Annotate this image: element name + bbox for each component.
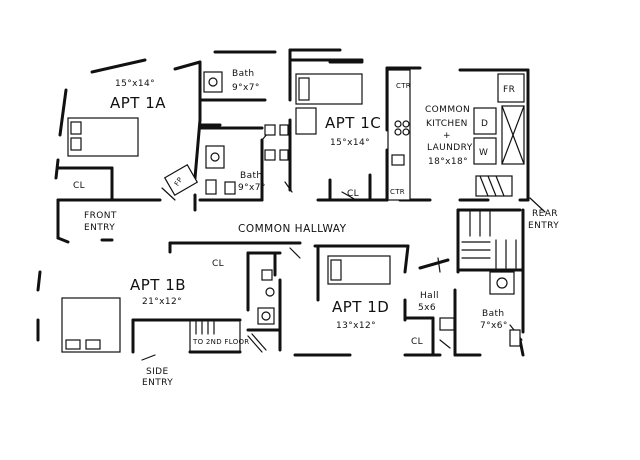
- toilet: [205, 179, 217, 195]
- front-entry-line2: ENTRY: [84, 223, 115, 233]
- counter-label-top: CTR: [396, 82, 411, 90]
- apt-1a-dims: 15°x14°: [115, 79, 155, 89]
- closet-1a: CL: [73, 181, 85, 191]
- bath-top-dims: 9°x7°: [232, 83, 260, 93]
- rear-stairs: [461, 211, 517, 269]
- common-hallway-label: COMMON HALLWAY: [238, 223, 347, 235]
- dishwasher: [473, 107, 497, 135]
- fridge-label: FR: [503, 85, 515, 95]
- washer-label: W: [479, 148, 488, 158]
- apt-1c-name: APT 1C: [325, 114, 381, 132]
- front-entry-line1: FRONT: [84, 211, 117, 221]
- kitchen-line1: COMMON: [425, 105, 470, 115]
- side-entry-line1: SIDE: [146, 367, 169, 377]
- fireplace-label: FP: [173, 176, 185, 188]
- stairs-label: TO 2ND FLOOR: [192, 338, 249, 346]
- apt-1d-dims: 13°x12°: [336, 321, 376, 331]
- apt-1d-name: APT 1D: [332, 298, 389, 316]
- tub: [295, 107, 317, 135]
- apt-1b-dims: 21°x12°: [142, 297, 182, 307]
- fridge: [497, 73, 525, 103]
- room-labels: 15°x14° APT 1A Bath 9°x7° APT 1C 15°x14°…: [73, 69, 559, 388]
- rear-entry-line1: REAR: [532, 209, 558, 219]
- bath-top-name: Bath: [232, 69, 255, 79]
- sink: [203, 71, 223, 93]
- toilet: [265, 287, 275, 297]
- rear-entry-line2: ENTRY: [528, 221, 559, 231]
- sink: [489, 271, 515, 295]
- sink: [205, 145, 225, 169]
- washer: [473, 137, 497, 165]
- closet-1b: CL: [212, 259, 224, 269]
- kitchen-line2: KITCHEN: [426, 119, 468, 129]
- doors: [141, 124, 546, 361]
- dishwasher-label: D: [481, 119, 488, 129]
- bath-mid-name: Bath: [240, 171, 263, 181]
- fireplace: [163, 164, 199, 196]
- closet-1c: CL: [347, 189, 359, 199]
- side-entry-line2: ENTRY: [142, 378, 173, 388]
- counter-label-bottom: CTR: [390, 188, 405, 196]
- apt-1b-name: APT 1B: [130, 276, 186, 294]
- table: [475, 175, 513, 197]
- hall-dims: 5x6: [418, 303, 436, 313]
- hall-name: Hall: [420, 291, 439, 301]
- apt-1c-dims: 15°x14°: [330, 138, 370, 148]
- kitchen-line3: +: [443, 131, 451, 141]
- closet-hall: CL: [411, 337, 423, 347]
- bath-right-name: Bath: [482, 309, 505, 319]
- toilet: [509, 329, 521, 347]
- bath-right-dims: 7°x6°: [480, 321, 508, 331]
- stairs-to-2nd-floor: [189, 321, 267, 353]
- fixtures: [61, 69, 525, 353]
- kitchen-line4: LAUNDRY: [427, 143, 473, 153]
- walls: [36, 48, 530, 357]
- bath-mid-dims: 9°x7°: [238, 183, 266, 193]
- kitchen-dims: 18°x18°: [428, 157, 468, 167]
- apt-1a-name: APT 1A: [110, 94, 166, 112]
